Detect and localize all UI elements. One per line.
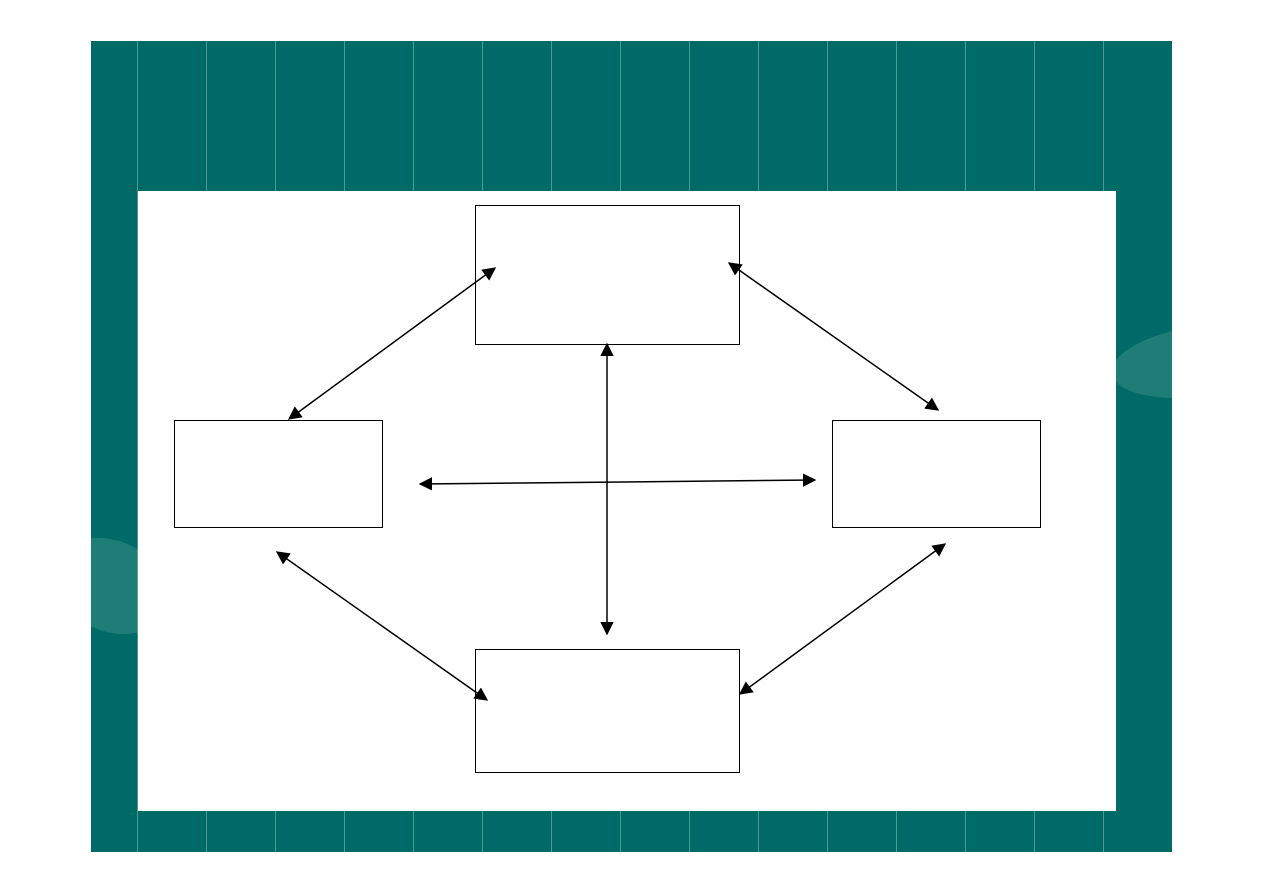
node-right	[832, 420, 1041, 528]
node-bottom	[475, 649, 740, 773]
background-stripe	[137, 41, 138, 852]
node-left	[174, 420, 383, 528]
decorative-swoosh	[1107, 313, 1172, 409]
node-top	[475, 205, 740, 345]
